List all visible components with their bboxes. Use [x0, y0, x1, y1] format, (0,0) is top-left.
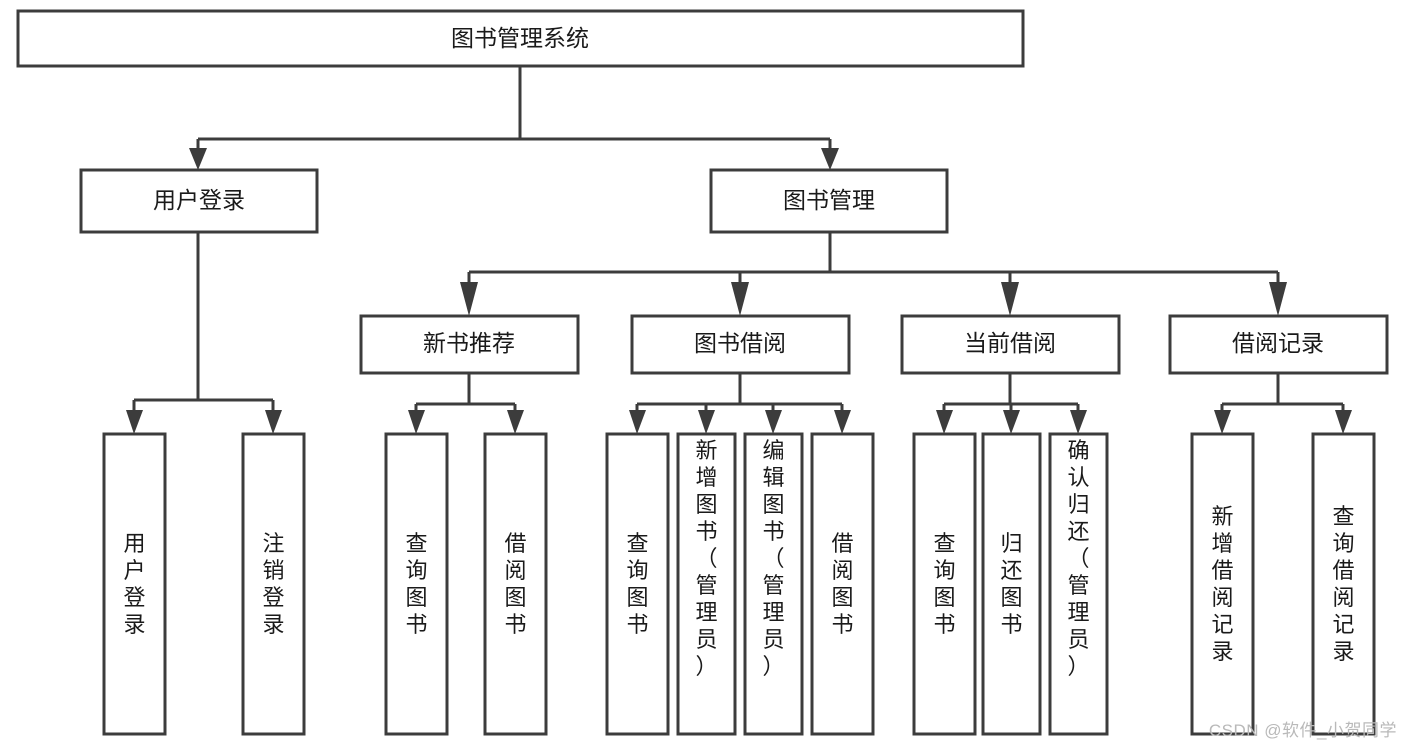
node-borrow-record[interactable]: 借阅记录: [1168, 314, 1389, 375]
leaf-user-login-box[interactable]: [102, 432, 167, 736]
arrowhead-leaf-return-book: [1003, 410, 1020, 434]
leaf-query-book-bw-box[interactable]: [605, 432, 670, 736]
leaf-query-record-box[interactable]: [1311, 432, 1376, 736]
node-user-login-box[interactable]: [79, 168, 319, 234]
leaf-query-book-rec-box[interactable]: [384, 432, 449, 736]
leaf-borrow-book-rec-box[interactable]: [483, 432, 548, 736]
leaf-add-book-label: 新增图书（管理员）: [695, 438, 717, 679]
leaf-node[interactable]: 借阅图书: [483, 432, 548, 736]
arrowhead-borrow-record: [1269, 282, 1287, 316]
leaf-add-record-label: 新增借阅记录: [1211, 504, 1233, 664]
arrowhead-leaf-edit-book: [765, 410, 782, 434]
leaf-add-book-box[interactable]: [676, 432, 737, 736]
leaf-query-book-rec-label: 查询图书: [405, 531, 427, 637]
leaf-edit-book-label: 编辑图书（管理员）: [762, 438, 784, 679]
leaf-confirm-return-label: 确认归还（管理员）: [1067, 438, 1089, 679]
leaf-user-login-label: 用户登录: [123, 531, 145, 637]
leaf-node[interactable]: 用户登录: [102, 432, 167, 736]
leaf-logout-box[interactable]: [241, 432, 306, 736]
node-user-login-label: 用户登录: [153, 187, 245, 213]
arrowhead-user-login: [189, 148, 207, 170]
node-root-label: 图书管理系统: [451, 25, 589, 51]
node-borrow-record-box[interactable]: [1168, 314, 1389, 375]
arrowhead-leaf-query-book-rec: [408, 410, 425, 434]
arrowhead-leaf-query-book-cur: [936, 410, 953, 434]
leaf-return-book-label: 归还图书: [1000, 531, 1022, 637]
leaf-query-book-bw-label: 查询图书: [626, 531, 648, 637]
leaf-node[interactable]: 新增图书（管理员）: [676, 432, 737, 736]
arrowhead-current-borrow: [1001, 282, 1019, 316]
node-user-login[interactable]: 用户登录: [79, 168, 319, 234]
arrowhead-leaf-logout: [265, 410, 282, 434]
leaf-query-book-cur-box[interactable]: [912, 432, 977, 736]
arrowhead-leaf-add-book: [698, 410, 715, 434]
connector-bookmanage-bus: [467, 232, 1280, 286]
arrowhead-leaf-query-record: [1335, 410, 1352, 434]
leaf-node[interactable]: 查询借阅记录: [1311, 432, 1376, 736]
arrowhead-leaf-add-record: [1214, 410, 1231, 434]
leaf-logout-label: 注销登录: [262, 531, 284, 637]
leaf-add-record-box[interactable]: [1190, 432, 1255, 736]
node-book-manage[interactable]: 图书管理: [709, 168, 949, 234]
arrowhead-new-book-rec: [460, 282, 478, 316]
node-book-manage-label: 图书管理: [783, 187, 875, 213]
leaf-return-book-box[interactable]: [981, 432, 1042, 736]
leaf-confirm-return-box[interactable]: [1048, 432, 1109, 736]
arrowhead-leaf-query-book-bw: [629, 410, 646, 434]
connector-borrowrecord-bus: [1220, 373, 1345, 414]
leaf-edit-book-box[interactable]: [743, 432, 804, 736]
node-current-borrow-box[interactable]: [900, 314, 1121, 375]
arrowhead-leaf-borrow-book-bw: [834, 410, 851, 434]
connector-userlogin-bus: [132, 232, 275, 414]
node-current-borrow-label: 当前借阅: [964, 330, 1056, 356]
leaf-node[interactable]: 借阅图书: [810, 432, 875, 736]
node-borrow-record-label: 借阅记录: [1232, 330, 1324, 356]
leaf-borrow-book-rec-label: 借阅图书: [504, 531, 526, 637]
arrowhead-book-manage: [821, 148, 839, 170]
arrowhead-book-borrow: [731, 282, 749, 316]
leaf-query-book-cur-label: 查询图书: [933, 531, 955, 637]
node-book-borrow-label: 图书借阅: [694, 330, 786, 356]
arrowhead-leaf-borrow-book-rec: [507, 410, 524, 434]
leaf-node[interactable]: 新增借阅记录: [1190, 432, 1255, 736]
node-root[interactable]: 图书管理系统: [16, 9, 1025, 68]
leaf-node[interactable]: 查询图书: [605, 432, 670, 736]
watermark-text: CSDN @软件_小贺同学: [1208, 721, 1397, 740]
connector-layer: [126, 66, 1352, 434]
node-current-borrow[interactable]: 当前借阅: [900, 314, 1121, 375]
connector-root-bus: [196, 66, 832, 152]
leaf-borrow-book-bw-box[interactable]: [810, 432, 875, 736]
node-new-book-rec-box[interactable]: [359, 314, 580, 375]
leaf-node[interactable]: 编辑图书（管理员）: [743, 432, 804, 736]
connector-currentborrow-bus: [942, 373, 1080, 414]
node-book-borrow-box[interactable]: [630, 314, 851, 375]
node-root-box[interactable]: [16, 9, 1025, 68]
node-new-book-rec[interactable]: 新书推荐: [359, 314, 580, 375]
leaf-borrow-book-bw-label: 借阅图书: [831, 531, 853, 637]
connector-newbookrec-bus: [414, 373, 517, 414]
leaf-query-record-label: 查询借阅记录: [1332, 504, 1354, 664]
arrowhead-leaf-confirm-return: [1070, 410, 1087, 434]
leaf-node[interactable]: 查询图书: [384, 432, 449, 736]
arrowhead-leaf-user-login: [126, 410, 143, 434]
leaf-node-layer: 用户登录 注销登录 查询图书 借阅图书 查询图书 新增图书（管理员） 编辑图书（管理员） 借阅…: [102, 432, 1376, 736]
leaf-node[interactable]: 确认归还（管理员）: [1048, 432, 1109, 736]
node-new-book-rec-label: 新书推荐: [423, 330, 515, 356]
connector-bookborrow-bus: [635, 373, 844, 414]
node-book-manage-box[interactable]: [709, 168, 949, 234]
leaf-node[interactable]: 注销登录: [241, 432, 306, 736]
leaf-node[interactable]: 归还图书: [981, 432, 1042, 736]
leaf-node[interactable]: 查询图书: [912, 432, 977, 736]
node-book-borrow[interactable]: 图书借阅: [630, 314, 851, 375]
